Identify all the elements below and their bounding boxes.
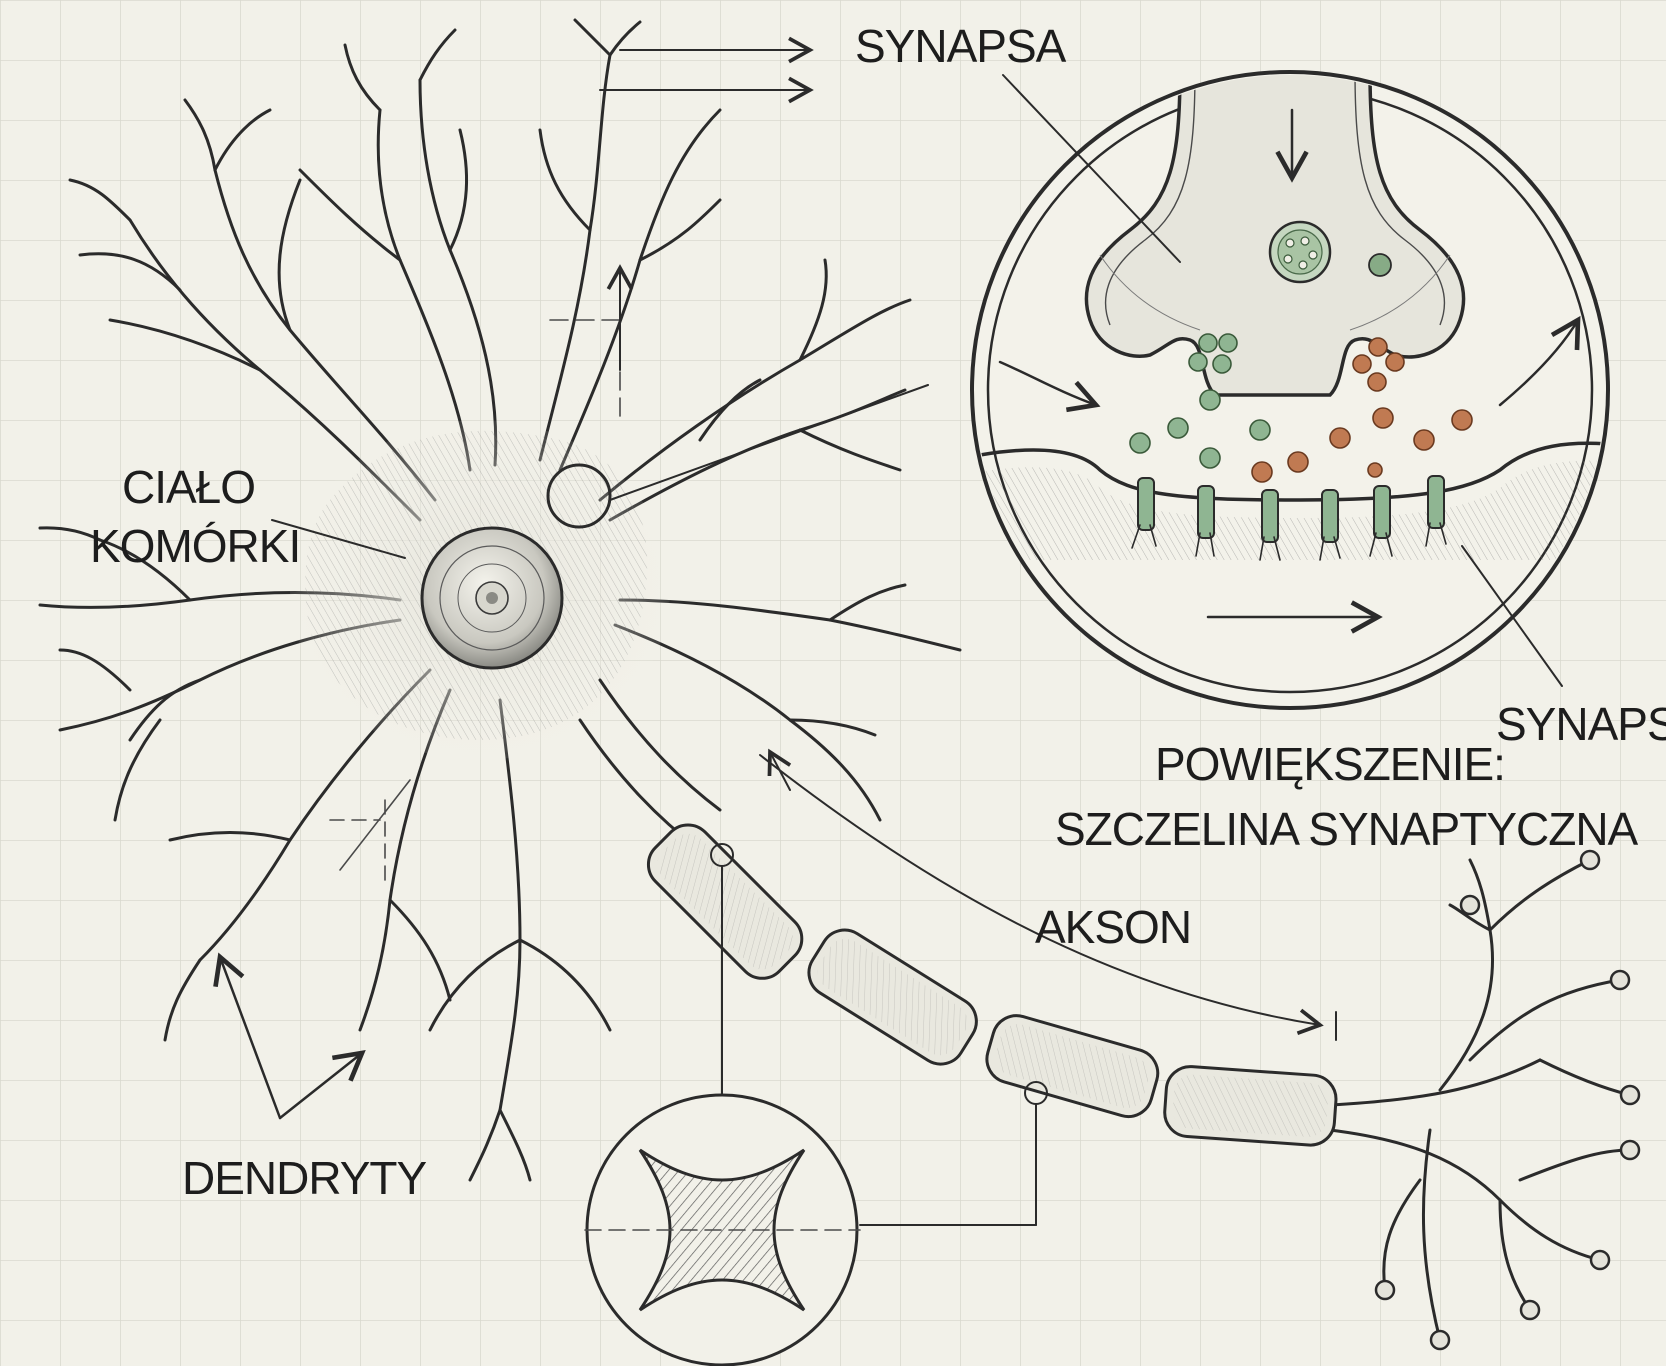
label-dendrites: DENDRYTY	[182, 1152, 427, 1204]
cell-nucleus	[422, 528, 562, 668]
label-zoom-line2: SZCZELINA SYNAPTYCZNA	[1055, 803, 1639, 855]
label-synapse-top: SYNAPSA	[855, 20, 1067, 72]
label-cell-body-line2: KOMÓRKI	[90, 520, 300, 572]
label-zoom-line1: POWIĘKSZENIE:	[1155, 738, 1505, 790]
label-axon: AKSON	[1035, 901, 1191, 953]
label-synapse-right: SYNAPSA	[1496, 698, 1666, 750]
label-cell-body-line1: CIAŁO	[122, 461, 255, 513]
